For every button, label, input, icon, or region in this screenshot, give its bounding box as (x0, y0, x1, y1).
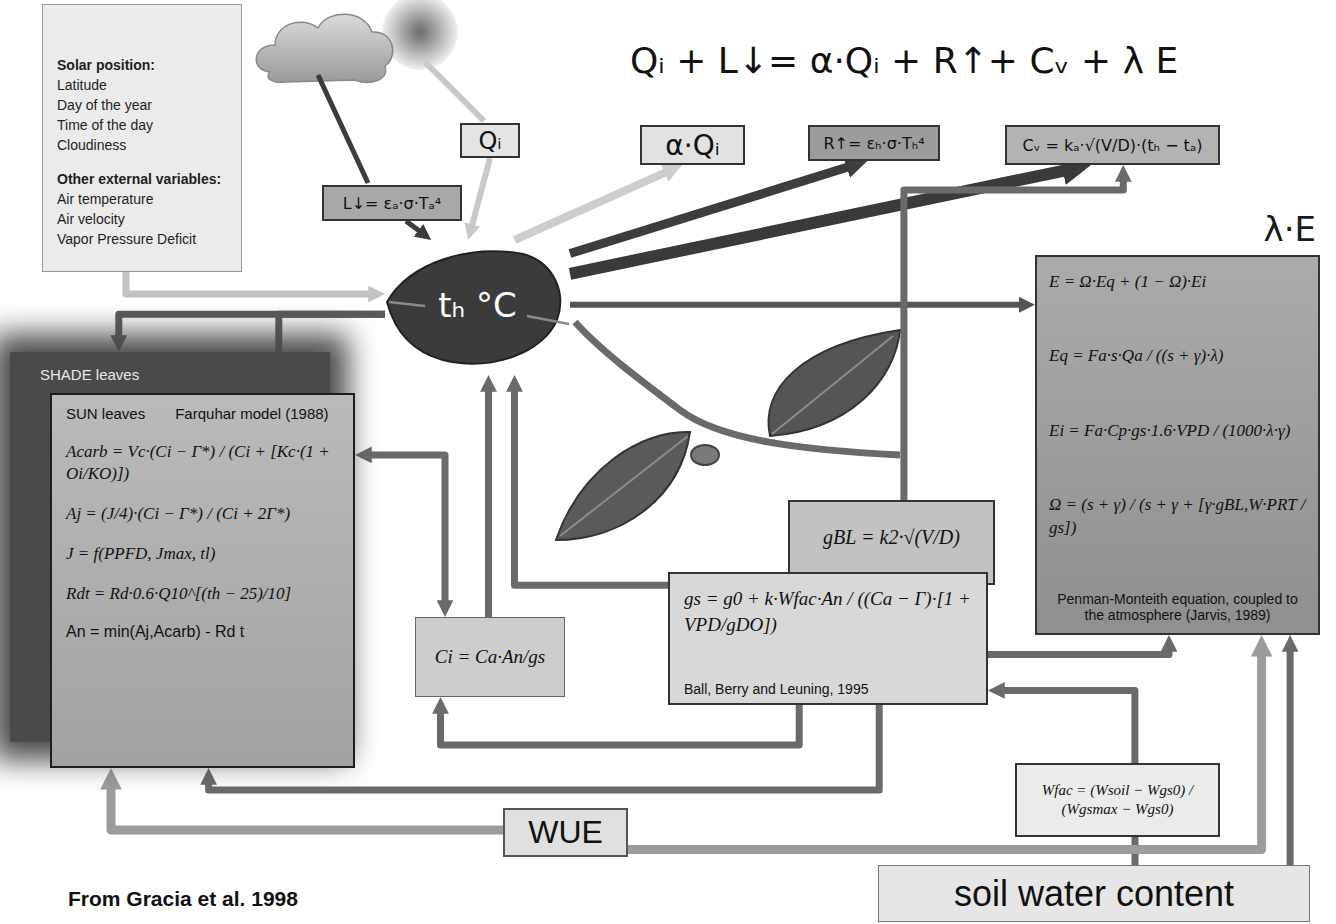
equation-text: gBL = k2·√(V/D) (823, 526, 960, 549)
leaf-temperature: tₕ °C (438, 285, 517, 325)
radiation-ray (425, 62, 484, 121)
equation-text: Ei = Fa·Cp·gs·1.6·VPD / (1000·λ·γ) (1049, 420, 1306, 442)
equation-text: gs = g0 + k·Wfac·An / ((Ca − Γ)·[1 + VPD… (684, 586, 972, 637)
equation-text: Acarb = Vc·(Ci − Γ*) / (Ci + [Kc·(1 + Oi… (66, 441, 339, 485)
equation-box: gs = g0 + k·Wfac·An / ((Ca − Γ)·[1 + VPD… (668, 572, 988, 705)
flux-box: R↑= εₕ·σ·Tₕ⁴ (808, 125, 940, 161)
list-item: Vapor Pressure Deficit (57, 229, 231, 249)
flux-box: Cᵥ = kₐ·√(V/D)·(tₕ − tₐ) (1005, 125, 1220, 165)
connector-arrow (485, 390, 492, 617)
equation-text: Eq = Fa·s·Qa / ((s + γ)·λ) (1049, 345, 1306, 367)
connector-arrow (570, 302, 1021, 308)
list-heading: Solar position: (57, 55, 231, 75)
equation-box: Ci = Ca·An/gs (415, 617, 565, 697)
flux-box: Qᵢ (460, 123, 520, 158)
equation-box: SUN leaves Farquhar model (1988) Acarb = V… (50, 393, 355, 768)
connector-arrow (988, 650, 1169, 654)
list-item: Cloudiness (57, 135, 231, 155)
box-heading: SUN leaves (66, 405, 145, 422)
box-label: WUE (528, 814, 603, 851)
twig-leaf (769, 330, 900, 436)
equation-text: Cᵥ = kₐ·√(V/D)·(tₕ − tₐ) (1023, 136, 1203, 155)
equation-text: E = Ω·Eq + (1 − Ω)·Ei (1049, 271, 1306, 293)
caption-text: Penman-Monteith equation, coupled to the… (1049, 591, 1306, 623)
connector-arrow (441, 705, 800, 745)
connector-arrow (1003, 690, 1135, 763)
list-item: Day of the year (57, 95, 231, 115)
box-heading: Farquhar model (1988) (175, 405, 328, 422)
flux-box: α·Qᵢ (640, 125, 745, 165)
twig-leaf (556, 432, 690, 540)
source-credit: From Gracia et al. 1998 (68, 887, 298, 911)
soil-box: soil water content (878, 865, 1310, 922)
equation-text: Ω = (s + γ) / (s + γ + [γ·gBL,W·PRT / gs… (1049, 494, 1306, 538)
list-item: Time of the day (57, 115, 231, 135)
flux-label: α·Qᵢ (665, 129, 719, 162)
flux-label: Qᵢ (478, 127, 501, 155)
leaf-node: tₕ °C (385, 240, 570, 375)
input-box: Solar position:LatitudeDay of the yearTi… (42, 4, 242, 272)
leaf-blade (387, 251, 560, 363)
energy-balance-equation: Qᵢ + L↓= α·Qᵢ + R↑+ Cᵥ + λ E (630, 40, 1178, 81)
equation-box: Wfac = (Wsoil − Wgs0) / (Wgsmax − Wgs0) (1015, 763, 1220, 837)
connector-arrow (126, 272, 370, 294)
twig-bud (691, 445, 719, 465)
sun (382, 0, 458, 70)
equation-text: Rdt = Rd·0.6·Q10^[(th − 25)/10] (66, 583, 339, 605)
equation-text: Ci = Ca·An/gs (435, 646, 545, 668)
connector-arrow (1287, 650, 1294, 865)
equation-text: An = min(Aj,Acarb) - Rd t (66, 623, 339, 641)
equation-text: Aj = (J/4)·(Ci − Γ*) / (Ci + 2Γ*) (66, 503, 339, 525)
twig-leaf-vein (772, 336, 893, 434)
equation-box: λ·EE = Ω·Eq + (1 − Ω)·EiEq = Fa·s·Qa / (… (1035, 255, 1320, 635)
twig-stem (575, 322, 900, 455)
panel-heading: SHADE leaves (40, 366, 300, 383)
equation-text: Wfac = (Wsoil − Wgs0) / (Wgsmax − Wgs0) (1023, 781, 1212, 820)
connector-arrow (515, 390, 669, 585)
twig-leaf-vein (560, 436, 688, 536)
list-heading: Other external variables: (57, 169, 231, 189)
connector-arrow (472, 158, 490, 226)
connector-arrow (570, 170, 1066, 273)
box-heading: λ·E (1264, 209, 1316, 249)
connector-arrow (370, 455, 445, 602)
list-item: Latitude (57, 75, 231, 95)
caption-text: Ball, Berry and Leuning, 1995 (684, 681, 972, 697)
box-label: soil water content (954, 873, 1234, 915)
equation-text: J = f(PPFD, Jmax, tl) (66, 543, 339, 565)
equation-text: R↑= εₕ·σ·Tₕ⁴ (823, 134, 924, 153)
radiation-ray (318, 75, 368, 183)
equation-text: L↓= εₐ·σ·Tₐ⁴ (343, 194, 442, 213)
cloud (256, 14, 393, 82)
list-item: Air velocity (57, 209, 231, 229)
flux-box: L↓= εₐ·σ·Tₐ⁴ (322, 185, 462, 221)
connector-arrow (111, 787, 503, 830)
connector-arrow (406, 221, 420, 231)
wue-box: WUE (503, 808, 628, 857)
list-item: Air temperature (57, 189, 231, 209)
